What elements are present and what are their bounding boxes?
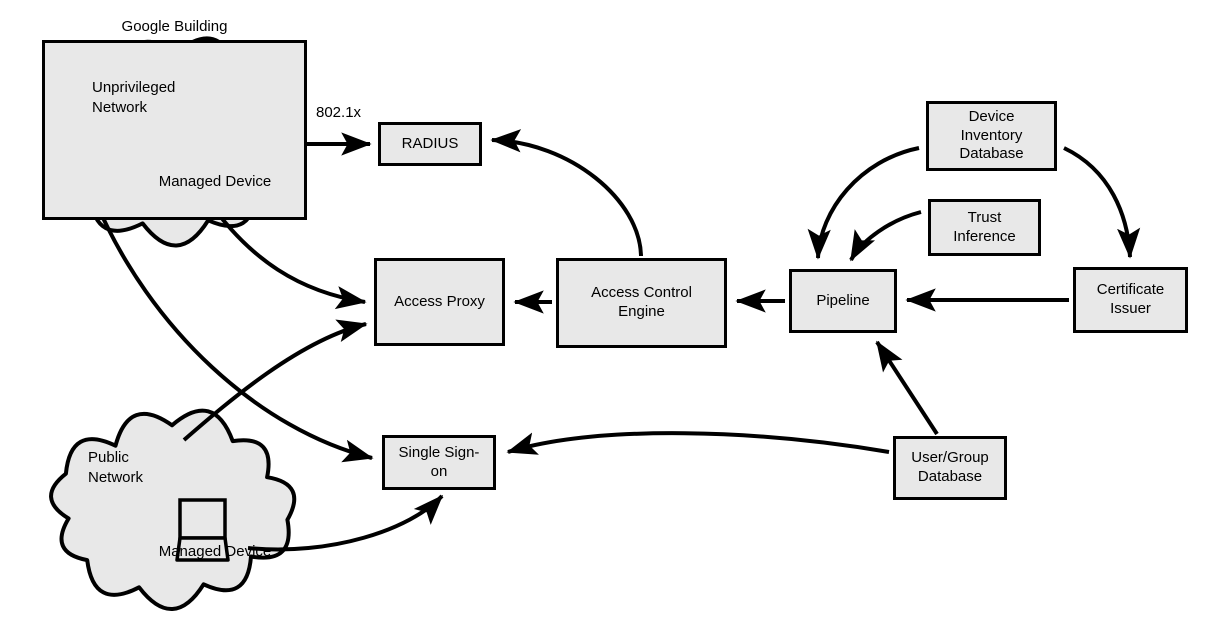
edge-unpriv-to-access-proxy — [206, 198, 367, 310]
node-single-sign-on[interactable]: Single Sign- on — [382, 435, 496, 490]
edge-device-inventory-to-pipeline — [807, 146, 920, 260]
edge-access-control-to-radius — [490, 129, 643, 257]
edge-device-inventory-to-cert — [1063, 146, 1141, 259]
node-access-control[interactable]: Access Control Engine — [556, 258, 727, 348]
node-device-inventory[interactable]: Device Inventory Database — [926, 101, 1057, 171]
laptop-icon — [175, 498, 230, 562]
node-radius[interactable]: RADIUS — [378, 122, 482, 166]
node-certificate[interactable]: Certificate Issuer — [1073, 267, 1188, 333]
cloud-public-network — [49, 408, 297, 611]
connector-paths — [93, 129, 1141, 552]
edge-public-to-access-proxy — [182, 319, 368, 442]
edge-user-group-to-pipeline — [875, 340, 939, 436]
edge-label-dot1x: 802.1x — [316, 104, 362, 121]
edge-trust-inference-to-pipeline — [849, 210, 922, 262]
edge-user-group-to-sso — [506, 431, 890, 455]
cloud-label-unprivileged-network: Unprivileged Network — [92, 79, 176, 116]
node-pipeline[interactable]: Pipeline — [789, 269, 897, 333]
zone-google-building — [42, 40, 307, 220]
node-user-group[interactable]: User/Group Database — [893, 436, 1007, 500]
device-label-unprivileged-network: Managed Device — [158, 173, 272, 190]
zone-label-google-building: Google Building — [121, 18, 228, 35]
edge-unpriv-to-single-sign-on — [93, 199, 374, 463]
edge-public-device-to-sso — [247, 494, 444, 552]
device-label-public-network: Managed Device — [158, 543, 272, 560]
node-access-proxy[interactable]: Access Proxy — [374, 258, 505, 346]
node-trust-inference[interactable]: Trust Inference — [928, 199, 1041, 256]
cloud-label-public-network: Public Network — [88, 449, 144, 486]
